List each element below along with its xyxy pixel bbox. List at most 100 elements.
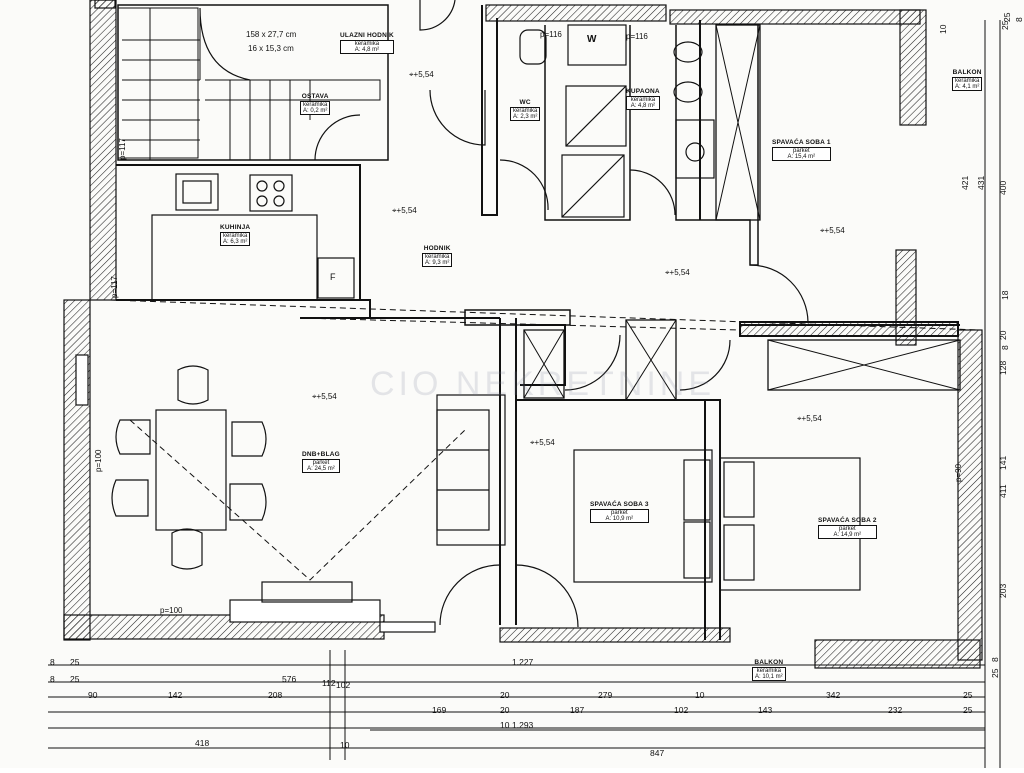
dimension-value: 418 — [195, 738, 210, 748]
dimension-value: 279 — [598, 690, 613, 700]
dimension-value: 169 — [432, 705, 447, 715]
dimension-value: 143 — [758, 705, 773, 715]
dining-set — [111, 365, 267, 570]
dimension-value: 102 — [674, 705, 689, 715]
room-area: A: 4,8 m² — [354, 47, 380, 54]
room-name: BALKON — [952, 69, 982, 76]
dimension-value: 400 — [998, 180, 1008, 195]
level-mark: ⌖+5,54 — [392, 206, 417, 215]
dimension-value: 20 — [500, 705, 510, 715]
stove — [249, 174, 293, 212]
dimension-value: 342 — [826, 690, 841, 700]
washer-mark: W — [587, 34, 597, 45]
room-name: DNB+BLAG — [302, 451, 340, 458]
dimension-value: 18 — [1000, 290, 1010, 300]
fridge-mark: F — [330, 272, 336, 282]
room-finish: parket — [312, 459, 330, 466]
dimension-value: 411 — [998, 484, 1008, 498]
dimension-value: 128 — [998, 360, 1008, 375]
dimension-value: 208 — [268, 690, 283, 700]
wall-right-lower — [957, 329, 983, 661]
room-area: A: 4,1 m² — [955, 84, 980, 91]
level-mark-icon: ⌖ — [312, 392, 317, 401]
room-finish: keramika — [513, 107, 538, 114]
room-name: KUPAONA — [626, 88, 660, 95]
bathtub — [561, 154, 625, 218]
dimension-value: 8 — [1000, 345, 1010, 350]
room-finish: keramika — [425, 253, 450, 260]
dimension-value: 20 — [998, 330, 1008, 340]
door-swings — [314, 0, 809, 628]
room-name: KUHINJA — [220, 224, 251, 231]
room-finish: keramika — [955, 77, 980, 84]
level-mark-icon: ⌖ — [665, 268, 670, 277]
room-finish: parket — [610, 509, 628, 516]
dimension-value: 10 — [340, 740, 350, 750]
room-area: A: 4,8 m² — [630, 103, 656, 110]
dimension-value: 847 — [650, 748, 665, 758]
wall-bottom-right — [814, 639, 981, 669]
wall-top-left — [94, 0, 116, 9]
bed-room-3 — [573, 449, 713, 583]
level-mark-icon: ⌖ — [797, 414, 802, 423]
bed-room-2 — [719, 457, 861, 591]
dimension-value: 25 — [963, 705, 973, 715]
sink — [175, 173, 219, 211]
dimension-value: 8 — [50, 657, 55, 667]
dimension-value: 8 — [1014, 17, 1024, 22]
room-area: A: 24,5 m² — [307, 466, 335, 473]
dimension-value: 25 — [963, 690, 973, 700]
room-finish: keramika — [354, 40, 380, 47]
dimension-value: 10 — [695, 690, 705, 700]
dimension-value: 25 — [70, 674, 80, 684]
level-mark-icon: ⌖ — [530, 438, 535, 447]
dimension-value: 25 — [70, 657, 80, 667]
dimension-value: 25 — [1002, 12, 1012, 22]
wall-top-right — [669, 9, 921, 25]
toilet-wc — [519, 29, 547, 65]
stair-note-2: 16 x 15,3 cm — [248, 44, 294, 53]
bidet — [673, 41, 703, 63]
dimension-value: 142 — [168, 690, 183, 700]
level-mark: ⌖+5,54 — [820, 226, 845, 235]
dimension-value: 232 — [888, 705, 903, 715]
dimension-value: 141 — [998, 455, 1008, 470]
dimension-value: 576 — [282, 674, 297, 684]
dimension-value: 8 — [50, 674, 55, 684]
dimension-value: 1.293 — [512, 720, 534, 730]
room-area: A: 6,3 m² — [223, 239, 248, 246]
wall-left-upper — [89, 0, 117, 301]
tv-unit — [261, 581, 353, 603]
dimension-value: 203 — [998, 583, 1008, 598]
dimension-value: 20 — [500, 690, 510, 700]
kitchen-fixtures — [151, 173, 355, 301]
room-area: A: 10,1 m² — [755, 674, 783, 681]
toilet-bath — [673, 81, 703, 103]
watermark: CIO NEKRETNINE — [370, 365, 716, 403]
level-mark-icon: ⌖ — [820, 226, 825, 235]
shower — [565, 85, 627, 147]
level-mark: ⌖+5,54 — [797, 414, 822, 423]
level-mark: ⌖+5,54 — [665, 268, 690, 277]
dimension-value: 102 — [336, 680, 351, 690]
staircase — [117, 7, 381, 160]
parapet-note-dining-bottom: p=100 — [160, 606, 183, 615]
